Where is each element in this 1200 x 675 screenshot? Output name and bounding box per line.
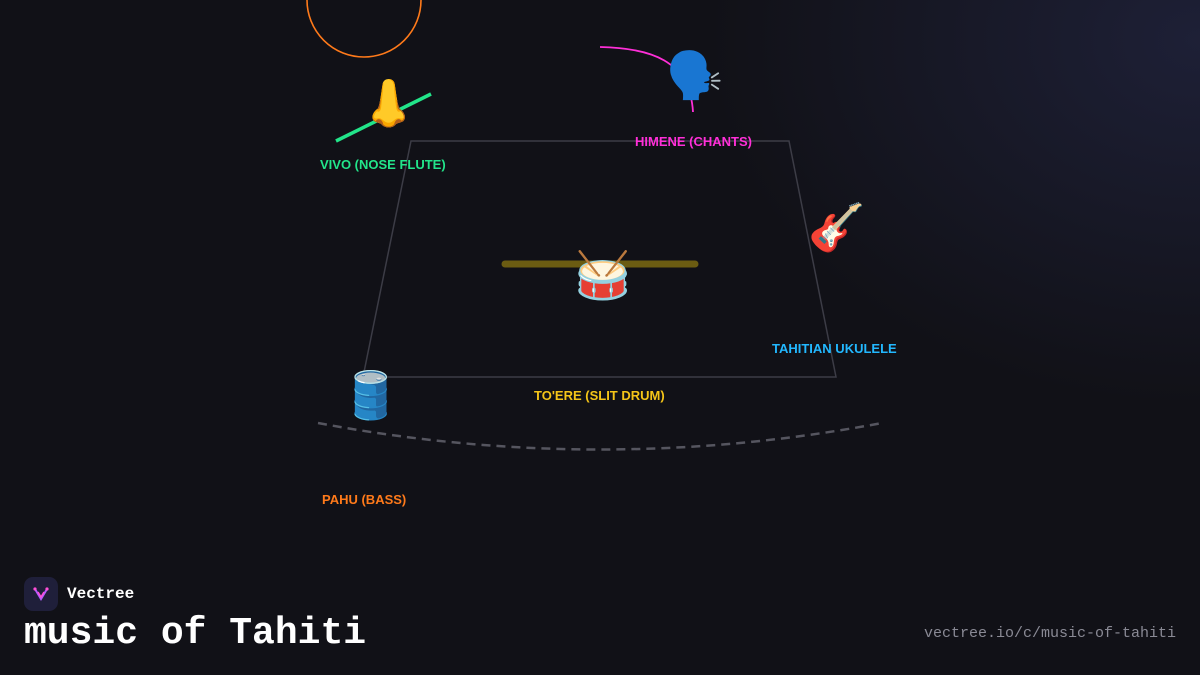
barrel-icon: 🛢️ [342, 368, 400, 422]
source-url[interactable]: vectree.io/c/music-of-tahiti [923, 625, 1176, 642]
vectree-logo-icon [24, 577, 58, 611]
ukulele-label: TAHITIAN UKULELE [772, 341, 897, 356]
page-title: music of Tahiti [24, 612, 367, 655]
nose-icon: 👃 [360, 76, 418, 130]
brand[interactable]: Vectree [24, 577, 134, 611]
vivo-label: VIVO (NOSE FLUTE) [320, 157, 446, 172]
himene-label: HIMENE (CHANTS) [635, 134, 752, 149]
stage-outline [362, 140, 837, 378]
brand-name: Vectree [67, 585, 135, 603]
pahu-label: PAHU (BASS) [322, 492, 407, 507]
pahu-ring [306, 0, 422, 58]
speaking-head-icon: 🗣️ [666, 48, 724, 102]
stage-front-arc [317, 421, 883, 451]
drum-icon: 🥁 [574, 248, 632, 302]
guitar-icon: 🎸 [808, 200, 866, 254]
himene-curve [599, 46, 694, 113]
vivo-line [335, 92, 432, 143]
toere-label: TO'ERE (SLIT DRUM) [534, 388, 665, 403]
